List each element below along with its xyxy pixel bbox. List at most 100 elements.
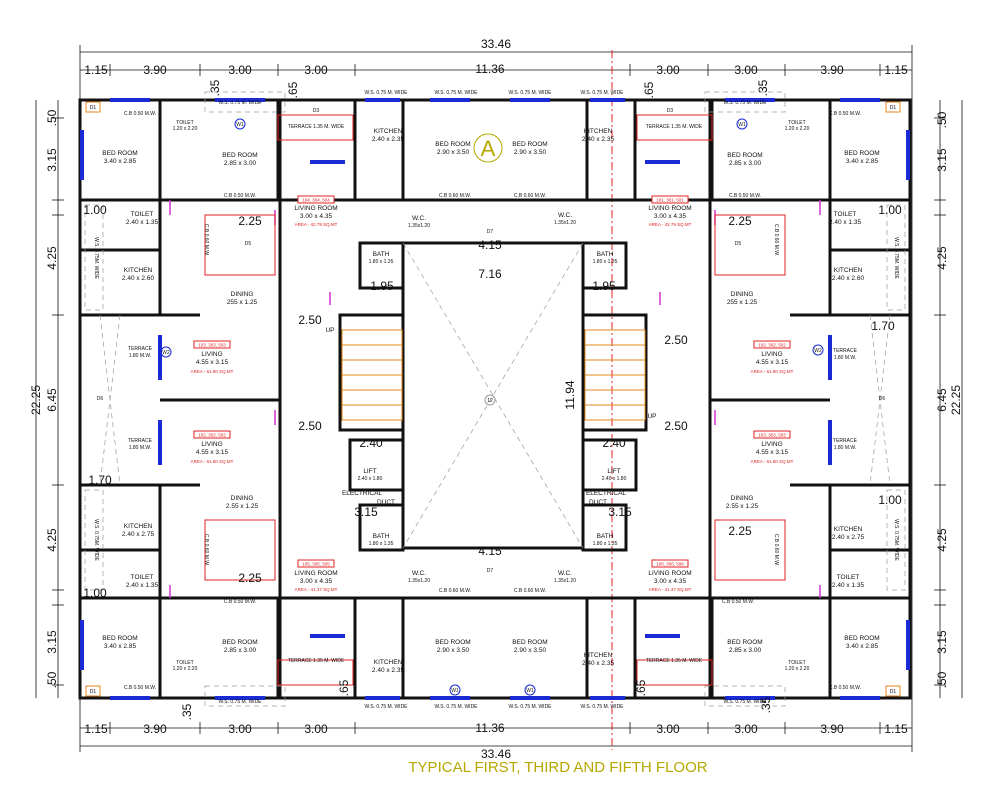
room-label: W.S. 0.75 M. WIDE [218,699,262,705]
room-label: LIVING 4.55 x 3.15 AREA - 61.80 SQ.MT [191,351,234,374]
room-label: DINING 255 x 1.25 [227,291,258,306]
svg-text:TOILET: TOILET [788,660,805,666]
side-dim-left: .50 [45,109,59,126]
room-label: W.S. 0.75 M. WIDE [580,704,624,710]
room-label: W.S. 0.75M. WIDE [893,237,899,279]
small-dim: 1.00 [878,493,902,507]
svg-text:D1: D1 [90,105,97,111]
svg-text:TERRACE: TERRACE [833,438,858,444]
room-label: C.B 0.50 M.W. [224,193,256,199]
svg-text:3.40 x 2.85: 3.40 x 2.85 [846,643,879,650]
svg-text:BATH: BATH [597,251,614,258]
top-dim: 3.90 [143,63,167,77]
svg-text:D6: D6 [879,396,886,402]
svg-text:255 x 1.25: 255 x 1.25 [727,299,758,306]
overall-width-top: 33.46 [481,37,511,51]
bottom-dim: 3.00 [734,722,758,736]
svg-text:LIVING: LIVING [201,441,222,448]
svg-text:BED ROOM: BED ROOM [727,152,762,159]
top-dim: 3.00 [304,63,328,77]
overall-width-bottom: 33.46 [481,747,511,761]
svg-text:LIVING: LIVING [761,351,782,358]
room-label: LIFT 2.40 x 1.80 [358,468,383,482]
room-label: W.S. 0.75 M. WIDE [508,704,552,710]
core-dim: 3.15 [354,505,378,519]
room-label: LIFT 2.40 x 1.80 [602,468,627,482]
room-label: TOILET 2.40 x 1.35 [829,211,862,226]
side-dim-left: 3.15 [45,148,59,172]
svg-text:LIVING ROOM: LIVING ROOM [648,570,691,577]
room-label: TOILET 1.20 x 2.20 [785,120,810,132]
window-marker: W2 [812,344,824,356]
room-label: W.S. 0.75 M. WIDE [723,699,767,705]
svg-text:DINING: DINING [731,291,754,298]
room-label: KITCHEN 2.40 x 2.60 [832,267,865,282]
room-label: LIVING ROOM 3.00 x 4.35 AREA - 41.37 SQ.… [648,570,691,592]
core-dim: 2.50 [664,333,688,347]
side-dim-left: 3.15 [45,630,59,654]
top-dim: 1.15 [84,63,108,77]
room-label: DINING 2.55 x 1.25 [226,495,259,510]
core-dim: 2.50 [298,419,322,433]
room-label: C.B 0.60 M.W. [773,534,779,566]
svg-text:3.00 x 4.35: 3.00 x 4.35 [300,578,333,585]
svg-text:1.80 x 1.35: 1.80 x 1.35 [593,541,618,547]
room-label: BED ROOM 3.40 x 2.85 [844,150,879,165]
room-label: TERRACE 1.80 M.W. [833,438,858,451]
room-label: KITCHEN 2.40 x 2.35 [372,128,405,143]
room-label: TERRACE 1.80 M.W. [128,438,153,451]
svg-text:4.55 x 3.15: 4.55 x 3.15 [196,449,229,456]
svg-text:1.80 x 1.35: 1.80 x 1.35 [593,259,618,265]
svg-text:4.55 x 3.15: 4.55 x 3.15 [756,449,789,456]
side-dim-right: .50 [935,671,949,688]
svg-text:3.00 x 4.35: 3.00 x 4.35 [300,213,333,220]
svg-text:3.40 x 2.85: 3.40 x 2.85 [846,158,879,165]
door-marker: D1 [85,101,101,113]
top-dim: 3.00 [228,63,252,77]
stair-up-label: UP [325,327,334,334]
svg-text:3.00 x 4.35: 3.00 x 4.35 [654,578,687,585]
svg-text:TOILET: TOILET [131,574,154,581]
svg-text:3.00 x 4.35: 3.00 x 4.35 [654,213,687,220]
svg-text:2.40 x 1.35: 2.40 x 1.35 [126,219,159,226]
marker: 12 [484,394,496,406]
svg-text:2.40 x 2.35: 2.40 x 2.35 [582,660,615,667]
svg-text:W.C.: W.C. [558,212,572,219]
svg-text:103, 303, 503: 103, 303, 503 [758,433,786,438]
svg-text:2.90 x 3.50: 2.90 x 3.50 [514,647,547,654]
side-dim-right: 3.15 [935,630,949,654]
room-label: W.S. 0.75 M. WIDE [434,704,478,710]
svg-text:2.55 x 1.25: 2.55 x 1.25 [226,503,259,510]
room-label: W.S. 0.75 M. WIDE [580,90,624,96]
svg-text:KITCHEN: KITCHEN [834,526,863,533]
bottom-dim: 3.00 [228,722,252,736]
core-dim: 1.95 [370,279,394,293]
flat-tag: 103, 303, 503 [193,340,231,349]
svg-text:D5: D5 [735,241,742,247]
room-label: TERRACE 1.35 M. WIDE [288,658,345,664]
room-label: KITCHEN 2.40 x 2.35 [372,659,405,674]
svg-text:1.35x1.20: 1.35x1.20 [408,578,430,584]
svg-text:2.40 x 1.35: 2.40 x 1.35 [832,582,865,589]
svg-text:LIVING: LIVING [761,441,782,448]
room-label: C.B 0.50 M.W. [829,111,861,117]
room-label: BED ROOM 3.40 x 2.85 [844,635,879,650]
room-label: C.B 0.50 M.W. [829,685,861,691]
room-label: C.B 0.50 M.W. [722,599,754,605]
small-dim: .65 [634,679,648,696]
room-label: BATH 1.80 x 1.35 [593,251,618,265]
svg-text:1.35x1.20: 1.35x1.20 [554,220,576,226]
side-dim-left: 4.25 [45,528,59,552]
svg-text:DINING: DINING [231,291,254,298]
svg-text:AREA - 61.80 SQ.MT: AREA - 61.80 SQ.MT [751,459,794,464]
svg-text:W1: W1 [738,122,746,128]
core-dim: 2.50 [298,313,322,327]
svg-text:3.40 x 2.85: 3.40 x 2.85 [104,158,137,165]
room-label: W.S. 0.75M. WIDE [93,519,99,561]
windows [80,98,910,700]
svg-text:D7: D7 [487,229,494,235]
svg-text:2.40 x 2.35: 2.40 x 2.35 [372,136,405,143]
svg-text:AREA - 61.80 SQ.MT: AREA - 61.80 SQ.MT [191,369,234,374]
small-dim: .65 [337,679,351,696]
svg-text:TOILET: TOILET [176,660,193,666]
